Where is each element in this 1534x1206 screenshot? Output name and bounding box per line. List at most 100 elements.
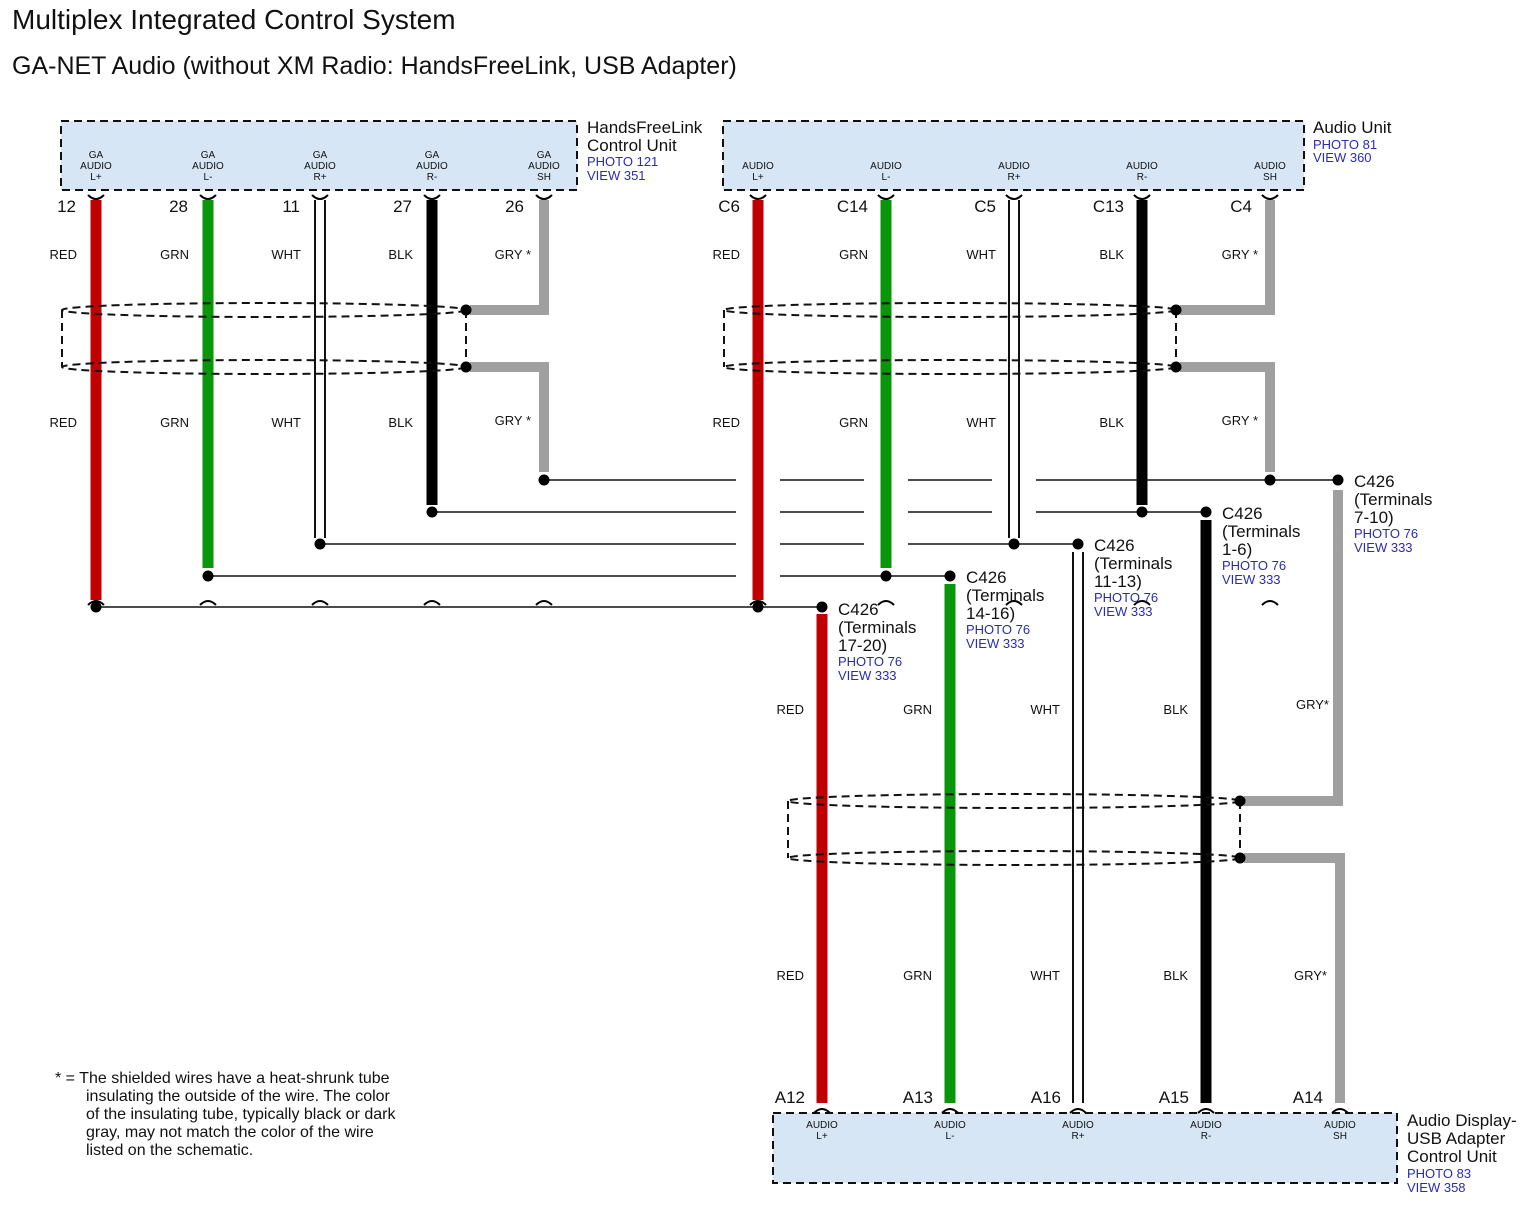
splice-point (1170, 304, 1182, 316)
footnote-line: of the insulating tube, typically black … (86, 1106, 397, 1123)
splice-point (1136, 506, 1148, 518)
pin-terminal (1069, 1108, 1087, 1114)
splice-point (816, 601, 828, 613)
usb-pin-label: R- (1201, 1131, 1212, 1142)
connector-photo-ref: PHOTO 76 (838, 654, 902, 669)
hfl-pin-label: AUDIO (304, 161, 336, 172)
connector-terminals: 14-16) (966, 604, 1015, 623)
usb-pin-label: AUDIO (1190, 1120, 1222, 1131)
connector-c426-name: C426 (1354, 472, 1395, 491)
shield-ring-top (787, 793, 1241, 809)
audio-name: Audio Unit (1313, 118, 1392, 137)
footnote-line: listed on the schematic. (86, 1142, 253, 1159)
wire-label-gry: GRY* (1296, 697, 1329, 712)
shield-ring-top (723, 302, 1177, 318)
splice-point (1234, 852, 1246, 864)
connector-terminals: 1-6) (1222, 540, 1252, 559)
audio-pin-number: C13 (1093, 197, 1124, 216)
audio-pin-number: C6 (718, 197, 740, 216)
splice-point (460, 304, 472, 316)
splice-point (944, 570, 956, 582)
usb-pin-number: A13 (903, 1088, 933, 1107)
usb-pin-label: AUDIO (1324, 1120, 1356, 1131)
pin-terminal (423, 194, 441, 200)
hfl-name-line: Control Unit (587, 136, 677, 155)
connector-view-ref: VIEW 333 (1222, 572, 1281, 587)
splice-point (1008, 538, 1020, 550)
connector-view-ref: VIEW 333 (966, 636, 1025, 651)
splice-point (1234, 795, 1246, 807)
usb-name-line: Control Unit (1407, 1147, 1497, 1166)
wire-label-gry: GRY * (495, 247, 531, 262)
wire-label-wht: WHT (966, 415, 996, 430)
splice-point (460, 361, 472, 373)
wire-label-grn: GRN (903, 968, 932, 983)
connector-c426-name: C426 (1222, 504, 1263, 523)
audio-pin-label: AUDIO (742, 161, 774, 172)
hfl-pin-number: 26 (505, 197, 524, 216)
pin-terminal (1261, 194, 1279, 200)
pin-terminal (199, 194, 217, 200)
hfl-pin-number: 11 (282, 197, 300, 216)
usb-view-ref: VIEW 358 (1407, 1180, 1466, 1195)
usb-shield (787, 793, 1241, 866)
usb-pin-number: A12 (775, 1088, 805, 1107)
pin-terminal (941, 1108, 959, 1114)
hfl-pin-label: AUDIO (192, 161, 224, 172)
hfl-pin-label: R- (427, 172, 438, 183)
pin-terminal (311, 194, 329, 200)
connector-photo-ref: PHOTO 76 (1094, 590, 1158, 605)
connector-terminals: (Terminals (1094, 554, 1172, 573)
wire-label-wht: WHT (271, 247, 301, 262)
usb-pin-number: A15 (1159, 1088, 1189, 1107)
wire-label-grn: GRN (160, 415, 189, 430)
hfl-pin-label: GA (313, 150, 328, 161)
audio-pin-label: AUDIO (870, 161, 902, 172)
connector-c426-name: C426 (966, 568, 1007, 587)
connector-terminals: (Terminals (966, 586, 1044, 605)
page-title: Multiplex Integrated Control System (12, 4, 456, 35)
pin-terminal (877, 194, 895, 200)
hfl-pin-label: GA (425, 150, 440, 161)
connector-view-ref: VIEW 333 (1094, 604, 1153, 619)
wire-label-grn: GRN (839, 247, 868, 262)
hfl-pin-label: AUDIO (80, 161, 112, 172)
hfl-pin-label: GA (537, 150, 552, 161)
splice-terminal (423, 600, 441, 606)
wire-label-wht: WHT (966, 247, 996, 262)
connector-view-ref: VIEW 333 (838, 668, 897, 683)
wire-label-red: RED (713, 415, 740, 430)
pin-terminal (813, 1108, 831, 1114)
usb-name-line: USB Adapter (1407, 1129, 1506, 1148)
hfl-gray-drain-top (470, 200, 549, 315)
connector-view-ref: VIEW 333 (1354, 540, 1413, 555)
audio-pin-number: C5 (974, 197, 996, 216)
hfl-unit-box (60, 120, 578, 191)
footnote-line: gray, may not match the color of the wir… (86, 1124, 374, 1141)
hfl-view-ref: VIEW 351 (587, 168, 646, 183)
audio-pin-label: L+ (752, 172, 764, 183)
shield-ring-bottom (787, 850, 1241, 866)
wire-label-red: RED (50, 247, 77, 262)
hfl-pin-label: L+ (90, 172, 102, 183)
audio-gray-drain-top (1180, 200, 1275, 315)
hfl-name-line: HandsFreeLink (587, 118, 703, 137)
splice-point (880, 570, 892, 582)
hfl-gray-drain-bottom (470, 362, 549, 472)
usb-pin-label: AUDIO (934, 1120, 966, 1131)
splice-terminal (1261, 600, 1279, 606)
usb-name-line: Audio Display- (1407, 1111, 1517, 1130)
splice-point (426, 506, 438, 518)
hfl-pin-label: AUDIO (528, 161, 560, 172)
wire-label-wht: WHT (1030, 968, 1060, 983)
hfl-pin-label: AUDIO (416, 161, 448, 172)
wire-label-red: RED (777, 702, 804, 717)
wire-label-red: RED (50, 415, 77, 430)
splice-terminal (311, 600, 329, 606)
audio-shield (723, 302, 1177, 375)
splice-terminal (535, 600, 553, 606)
wire-label-grn: GRN (160, 247, 189, 262)
wire-label-wht: WHT (1030, 702, 1060, 717)
shield-ring-bottom (61, 359, 467, 375)
